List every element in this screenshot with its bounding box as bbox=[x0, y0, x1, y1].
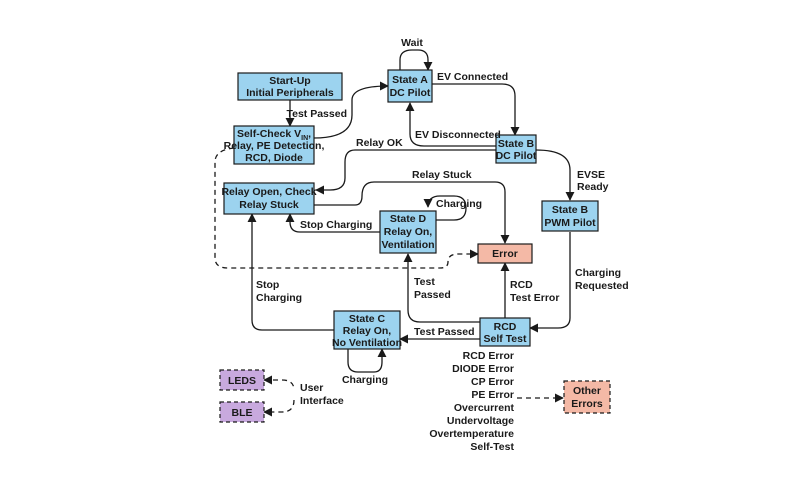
state-rcd-self-test: RCD Self Test bbox=[479, 317, 531, 347]
state-relay-open: Relay Open, Check Relay Stuck bbox=[221, 182, 317, 215]
error-list-item: DIODE Error bbox=[452, 363, 514, 375]
label-charging-d: Charging bbox=[436, 198, 482, 210]
startup-line2: Initial Peripherals bbox=[246, 87, 334, 99]
error-list-item: Undervoltage bbox=[447, 415, 514, 427]
label-user-interface-1: User bbox=[300, 382, 323, 394]
selfcheck-line1: Self-Check VIN, bbox=[237, 128, 311, 142]
error-list-item: Self-Test bbox=[470, 441, 514, 453]
state-c-line3: No Ventilation bbox=[332, 337, 402, 349]
state-c-line1: State C bbox=[349, 313, 386, 325]
state-d: State D Relay On, Ventilation bbox=[379, 210, 437, 254]
label-test-passed-c: Test Passed bbox=[414, 326, 475, 338]
error-list-item: RCD Error bbox=[463, 350, 514, 362]
selfcheck-line1sub: IN bbox=[301, 135, 308, 142]
state-d-line3: Ventilation bbox=[381, 239, 434, 251]
state-a: State A DC Pilot bbox=[387, 69, 433, 103]
arrow-selfcheck-to-state-a bbox=[313, 81, 389, 139]
state-c: State C Relay On, No Ventilation bbox=[332, 310, 402, 350]
rcd-line1: RCD bbox=[494, 321, 517, 333]
other-errors-line2: Errors bbox=[571, 398, 603, 410]
other-errors: Other Errors bbox=[563, 380, 611, 414]
state-d-line1: State D bbox=[390, 213, 427, 225]
state-a-line1: State A bbox=[392, 74, 428, 86]
label-ev-disconnected: EV Disconnected bbox=[415, 129, 501, 141]
arrow-stop-charging-c bbox=[247, 213, 334, 331]
leds-label: LEDS bbox=[228, 375, 256, 387]
state-a-line2: DC Pilot bbox=[390, 87, 431, 99]
label-ev-connected: EV Connected bbox=[437, 71, 508, 83]
arrow-ui-ble-dashed bbox=[263, 399, 295, 417]
arrow-ui-leds-dashed bbox=[263, 375, 295, 391]
selfcheck-line2: Relay, PE Detection, bbox=[224, 140, 325, 152]
arrow-stop-charging-d bbox=[285, 213, 380, 233]
relay-open-line2: Relay Stuck bbox=[239, 199, 299, 211]
arrow-selfcheck-to-error-dashed bbox=[214, 147, 479, 269]
arrow-relay-stuck bbox=[314, 181, 510, 244]
label-relay-stuck: Relay Stuck bbox=[412, 169, 472, 181]
ble-label: BLE bbox=[232, 407, 253, 419]
error-list-item: Overtemperature bbox=[429, 428, 514, 440]
selfcheck-line1b: , bbox=[308, 128, 311, 140]
error-list-item: PE Error bbox=[471, 389, 514, 401]
state-b-dc-line2: DC Pilot bbox=[496, 150, 537, 162]
state-d-line2: Relay On, bbox=[384, 226, 433, 238]
label-evse-ready-2: Ready bbox=[577, 181, 609, 193]
label-stop-charging-d: Stop Charging bbox=[300, 219, 372, 231]
transition-labels: Wait EV Connected EV Disconnected Test P… bbox=[256, 37, 629, 407]
label-test-passed-d-2: Passed bbox=[414, 289, 451, 301]
state-startup: Start-Up Initial Peripherals bbox=[237, 72, 343, 101]
selfcheck-line3: RCD, Diode bbox=[245, 152, 303, 164]
arrow-rcd-to-state-d bbox=[403, 253, 480, 323]
error-list-item: CP Error bbox=[471, 376, 514, 388]
state-b-dc-line1: State B bbox=[498, 138, 535, 150]
label-wait: Wait bbox=[401, 37, 423, 49]
other-errors-line1: Other bbox=[573, 385, 601, 397]
label-stop-charging-c-1: Stop bbox=[256, 279, 279, 291]
arrow-relay-ok bbox=[315, 149, 496, 195]
selfcheck-line1a: Self-Check V bbox=[237, 128, 301, 140]
state-b-dc: State B DC Pilot bbox=[495, 134, 537, 164]
arrow-charging-c-loop bbox=[347, 348, 387, 373]
arrow-state-a-to-state-b bbox=[432, 83, 520, 136]
arrow-state-b-to-pwm bbox=[535, 149, 575, 201]
state-error: Error bbox=[477, 243, 533, 264]
connectors bbox=[214, 49, 575, 417]
arrow-charging-d-loop bbox=[423, 195, 467, 221]
ui-ble: BLE bbox=[219, 401, 265, 423]
label-evse-ready-1: EVSE bbox=[577, 169, 605, 181]
label-relay-ok: Relay OK bbox=[356, 137, 403, 149]
state-b-pwm-line2: PWM Pilot bbox=[544, 217, 596, 229]
label-rcd-test-error-2: Test Error bbox=[510, 292, 559, 304]
arrow-state-b-to-state-a bbox=[405, 102, 496, 147]
relay-open-line1: Relay Open, Check bbox=[221, 186, 316, 198]
label-charging-requested-1: Charging bbox=[575, 267, 621, 279]
label-user-interface-2: Interface bbox=[300, 395, 344, 407]
state-selfcheck: Self-Check VIN, Relay, PE Detection, RCD… bbox=[224, 125, 325, 165]
error-list-item: Overcurrent bbox=[454, 402, 515, 414]
state-c-line2: Relay On, bbox=[343, 325, 392, 337]
arrow-charging-requested bbox=[529, 232, 571, 333]
rcd-line2: Self Test bbox=[484, 333, 527, 345]
error-list: RCD Error DIODE Error CP Error PE Error … bbox=[429, 350, 514, 453]
label-test-passed-top: Test Passed bbox=[286, 108, 347, 120]
label-test-passed-d-1: Test bbox=[414, 276, 435, 288]
error-label: Error bbox=[492, 248, 518, 260]
ui-leds: LEDS bbox=[219, 369, 265, 391]
label-charging-requested-2: Requested bbox=[575, 280, 629, 292]
label-rcd-test-error-1: RCD bbox=[510, 279, 533, 291]
arrow-wait-loop bbox=[399, 49, 433, 71]
startup-line1: Start-Up bbox=[269, 75, 310, 87]
state-b-pwm-line1: State B bbox=[552, 204, 589, 216]
state-b-pwm: State B PWM Pilot bbox=[541, 200, 599, 232]
label-charging-c: Charging bbox=[342, 374, 388, 386]
label-stop-charging-c-2: Charging bbox=[256, 292, 302, 304]
